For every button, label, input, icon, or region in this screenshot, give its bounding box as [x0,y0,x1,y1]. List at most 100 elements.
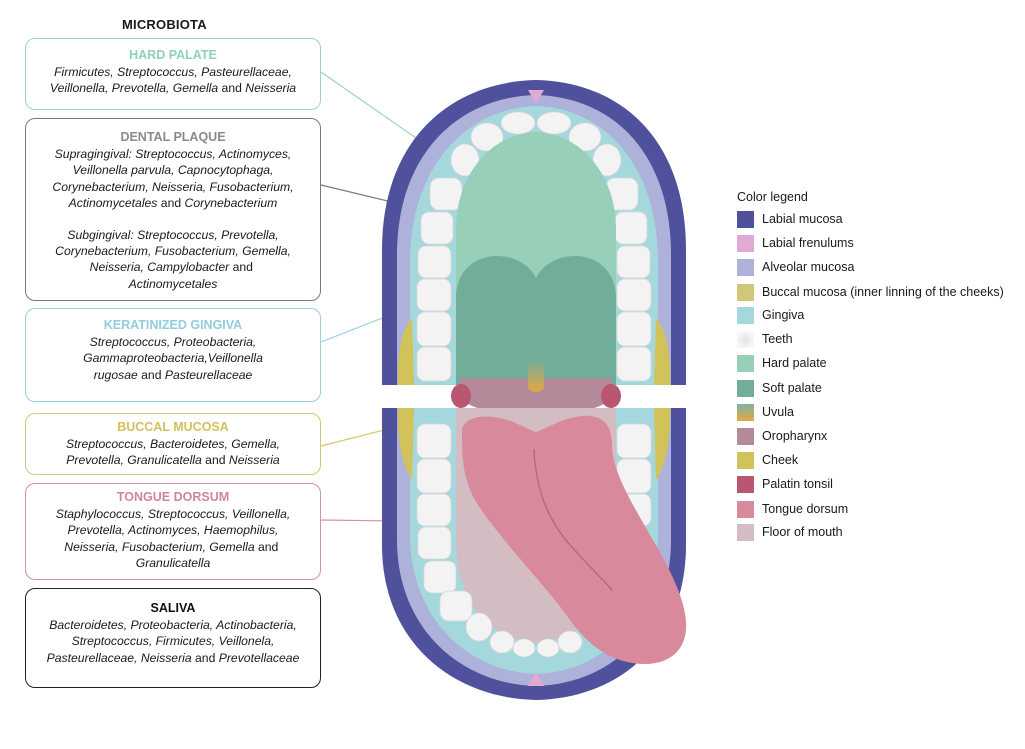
keratinized-gingiva-text-1: Streptococcus, Proteobacteria, [89,335,257,350]
legend-item: Hard palate [737,354,827,372]
saliva-box: SALIVA Bacteroidetes, Proteobacteria, Ac… [25,588,321,688]
tongue-dorsum-box: TONGUE DORSUM Staphylococcus, Streptococ… [25,483,321,580]
legend-item: Floor of mouth [737,523,843,541]
color-legend-title: Color legend [737,190,808,204]
tongue-dorsum-text-4: Granulicatella [135,555,211,570]
legend-swatch [737,403,754,421]
tongue-dorsum-text-3: Neisseria, Fusobacterium, Gemella [64,539,255,554]
legend-item: Cheek [737,451,798,469]
legend-label: Labial mucosa [762,212,843,226]
hard-palate-title: HARD PALATE [129,48,217,62]
legend-item: Labial mucosa [737,210,843,228]
legend-label: Teeth [762,332,793,346]
legend-item: Uvula [737,403,794,421]
tongue-dorsum-and: and [254,539,282,554]
legend-swatch [737,451,754,469]
left-palatine-tonsil [451,384,471,408]
saliva-title: SALIVA [150,601,196,615]
keratinized-gingiva-title: KERATINIZED GINGIVA [103,318,243,332]
subgingival-text-2: Corynebacterium, Fusobacterium, Gemella, [55,244,291,259]
legend-swatch [737,354,754,372]
supragingival-text-4: Actinomycetales [68,195,158,210]
hard-palate-and: and [218,81,246,96]
hard-palate-text-3: Neisseria [245,81,297,96]
legend-label: Palatin tonsil [762,477,833,491]
keratinized-gingiva-box: KERATINIZED GINGIVA Streptococcus, Prote… [25,308,321,402]
right-palatine-tonsil [601,384,621,408]
legend-swatch [737,427,754,445]
legend-swatch [737,330,754,348]
tongue-dorsum-title: TONGUE DORSUM [116,490,230,504]
upper-left-cheek [397,318,414,385]
subgingival-and: and [229,260,257,275]
legend-item: Tongue dorsum [737,500,848,518]
supragingival-text-2: Veillonella parvula, Capnocytophaga, [72,163,274,178]
legend-swatch [737,306,754,324]
legend-swatch [737,258,754,276]
saliva-text-2: Streptococcus, Firmicutes, Veillonela, [71,634,275,649]
saliva-and: and [191,650,219,665]
soft-palate [456,256,616,385]
keratinized-gingiva-text-2: Gammaproteobacteria,Veillonella [83,351,263,366]
legend-item: Soft palate [737,379,822,397]
buccal-mucosa-box: BUCCAL MUCOSA Streptococcus, Bacteroidet… [25,413,321,475]
buccal-mucosa-text-1: Streptococcus, Bacteroidetes, Gemella, [65,437,281,452]
legend-item: Oropharynx [737,427,827,445]
upper-labial-frenulum [528,90,544,104]
hard-palate-text-2: Veillonella, Prevotella, Gemella [49,81,219,96]
legend-label: Tongue dorsum [762,502,849,516]
legend-label: Gingiva [762,308,805,322]
dental-plaque-box: DENTAL PLAQUE Supragingival: Streptococc… [25,118,321,301]
legend-swatch [737,475,754,493]
tongue-dorsum-text-1: Staphylococcus, Streptococcus, Veillonel… [55,507,291,522]
buccal-mucosa-and: and [201,453,229,468]
dental-plaque-title: DENTAL PLAQUE [120,130,226,144]
legend-item: Gingiva [737,306,804,324]
legend-label: Hard palate [762,356,827,370]
legend-swatch [737,283,754,301]
supragingival-text-3: Corynebacterium, Neisseria, Fusobacteriu… [52,179,294,194]
legend-swatch [737,379,754,397]
subgingival-text-3: Neisseria, Campylobacter [89,260,230,275]
tongue-dorsum-text-2: Prevotella, Actinomyces, Haemophilus, [67,523,279,538]
legend-item: Alveolar mucosa [737,258,854,276]
legend-item: Palatin tonsil [737,475,833,493]
legend-item: Labial frenulums [737,234,854,252]
lower-right-cheek [654,408,671,480]
saliva-text-3: Pasteurellaceae, Neisseria [46,650,192,665]
legend-item: Buccal mucosa (inner linning of the chee… [737,283,1004,301]
legend-label: Floor of mouth [762,525,843,539]
supragingival-text-1: Supragingival: Streptococcus, Actinomyce… [54,147,292,162]
buccal-mucosa-text-2: Prevotella, Granulicatella [66,453,202,468]
upper-right-cheek [654,318,671,385]
legend-label: Cheek [762,453,799,467]
legend-swatch [737,210,754,228]
legend-label: Buccal mucosa (inner linning of the chee… [762,285,1004,299]
buccal-mucosa-title: BUCCAL MUCOSA [117,420,229,434]
keratinized-gingiva-text-4: Pasteurellaceae [164,367,253,382]
legend-label: Labial frenulums [762,236,854,250]
legend-label: Oropharynx [762,429,828,443]
legend-label: Soft palate [762,381,822,395]
keratinized-gingiva-and: and [137,367,165,382]
subgingival-text-1: Subgingival: Streptococcus, Prevotella, [67,228,279,243]
uvula [528,360,544,392]
upper-teeth [416,111,652,382]
tongue-dorsum [462,415,687,664]
legend-item: Teeth [737,330,793,348]
subgingival-text-4: Actinomycetales [128,276,218,291]
legend-label: Uvula [762,405,794,419]
legend-label: Alveolar mucosa [762,260,855,274]
lower-labial-frenulum [528,672,544,686]
lower-left-cheek [397,408,414,480]
saliva-text-1: Bacteroidetes, Proteobacteria, Actinobac… [49,618,297,633]
supragingival-and: and [157,195,185,210]
hard-palate-text-1: Firmicutes, Streptococcus, Pasteurellace… [54,65,292,80]
hard-palate-box: HARD PALATE Firmicutes, Streptococcus, P… [25,38,321,110]
supragingival-text-5: Corynebacterium [184,195,278,210]
legend-swatch [737,523,754,541]
keratinized-gingiva-text-3: rugosae [93,367,138,382]
tongue-median-groove [533,449,613,591]
buccal-mucosa-text-3: Neisseria [228,453,280,468]
